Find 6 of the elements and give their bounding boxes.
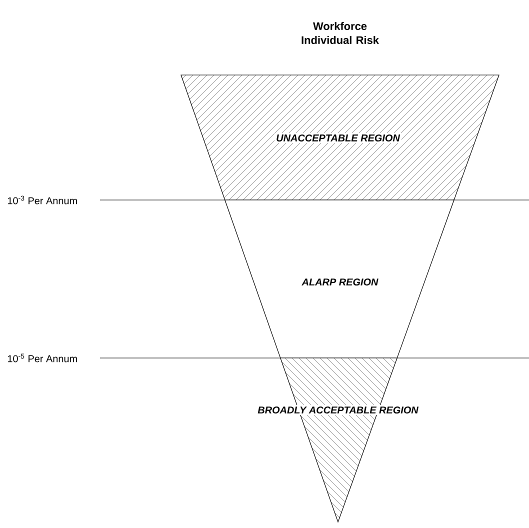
level-label: 10$^{-5}$ Per Annum [6,352,79,364]
level-label: 10$^{-3}$ Per Annum [6,194,79,206]
region-band: UNACCEPTABLE REGION [180,74,500,200]
node-label: BROADLY ACCEPTABLE REGION [258,406,419,414]
title: Workforce Individual Risk [302,22,379,44]
node-label: UNACCEPTABLE REGION [276,134,400,142]
